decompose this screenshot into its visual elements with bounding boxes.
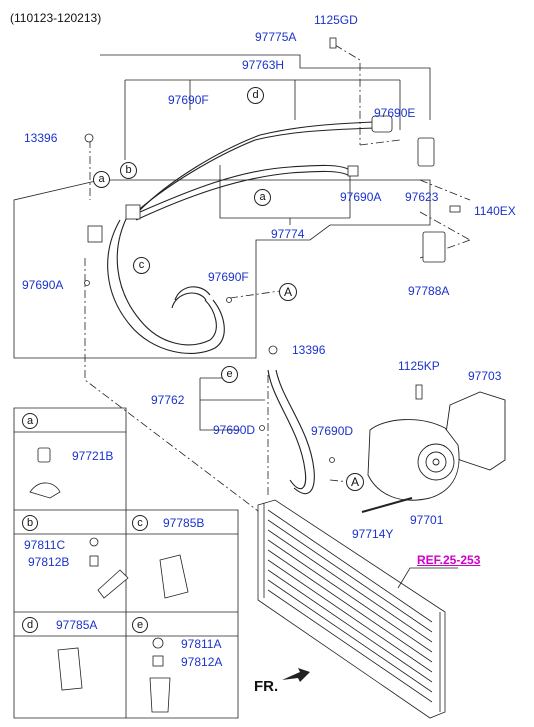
hose-long-2 bbox=[107, 219, 225, 354]
label-97775a[interactable]: 97775A bbox=[255, 30, 297, 44]
callout-e: e bbox=[221, 366, 238, 383]
compressor-97701 bbox=[367, 419, 460, 501]
bolt-1140ex bbox=[449, 205, 461, 213]
label-1125gd[interactable]: 1125GD bbox=[314, 13, 358, 27]
bolt-1125gd bbox=[329, 37, 337, 49]
fr-arrow-icon bbox=[282, 668, 310, 682]
label-97762[interactable]: 97762 bbox=[151, 393, 185, 407]
fitting-upper-left bbox=[125, 204, 141, 220]
callout-a-upper: A bbox=[279, 283, 297, 301]
callout-a-mid: a bbox=[254, 189, 271, 206]
oring-97690a-left bbox=[84, 280, 90, 286]
hose-97762-2 bbox=[275, 369, 315, 494]
label-1140ex[interactable]: 1140EX bbox=[474, 204, 516, 218]
callout-a-left: a bbox=[93, 171, 110, 188]
panel-e-97812a[interactable]: 97812A bbox=[181, 655, 223, 669]
panel-a-97721b[interactable]: 97721B bbox=[72, 449, 114, 463]
oring-97690d-left bbox=[259, 425, 265, 431]
callout-a-lower: A bbox=[346, 473, 364, 491]
hose-loop bbox=[171, 286, 211, 309]
ref-link[interactable]: REF.25-253 bbox=[417, 553, 481, 567]
panel-drawings bbox=[29, 447, 189, 713]
label-13396-left[interactable]: 13396 bbox=[24, 131, 58, 145]
label-97690a-left[interactable]: 97690A bbox=[22, 278, 64, 292]
panel-c-tag: c bbox=[132, 515, 148, 531]
label-97763h[interactable]: 97763H bbox=[242, 58, 285, 72]
label-97701[interactable]: 97701 bbox=[410, 513, 444, 527]
leader-97763h bbox=[124, 79, 401, 160]
bolt-97714y bbox=[361, 497, 413, 513]
label-97690d-left[interactable]: 97690D bbox=[213, 423, 256, 437]
date-range: (110123-120213) bbox=[10, 11, 102, 25]
panel-b-97811c[interactable]: 97811C bbox=[24, 538, 66, 552]
label-13396-mid[interactable]: 13396 bbox=[292, 343, 326, 357]
fitting-97690a-mid bbox=[347, 165, 359, 177]
label-97690d-right[interactable]: 97690D bbox=[311, 424, 354, 438]
oring-97690d-right bbox=[329, 457, 335, 463]
condenser bbox=[257, 499, 446, 719]
panel-b-97812b[interactable]: 97812B bbox=[28, 555, 70, 569]
callout-c: c bbox=[133, 257, 150, 274]
hose-long-1 bbox=[116, 214, 217, 346]
leader-97762 bbox=[199, 377, 265, 431]
assembly-outline bbox=[13, 54, 431, 359]
dashdot-lines bbox=[84, 44, 471, 521]
callout-d: d bbox=[247, 87, 264, 104]
label-97690a-mid[interactable]: 97690A bbox=[340, 190, 382, 204]
fitting-left bbox=[87, 225, 103, 243]
panel-e-97811a[interactable]: 97811A bbox=[181, 637, 222, 651]
fitting-97690e bbox=[371, 115, 393, 133]
nut-13396-left bbox=[84, 133, 94, 143]
panel-c-97785b[interactable]: 97785B bbox=[163, 516, 205, 530]
ref-arrow bbox=[397, 567, 458, 589]
label-97623[interactable]: 97623 bbox=[405, 190, 439, 204]
hose-lower-1 bbox=[139, 164, 351, 213]
valve-97623 bbox=[417, 137, 435, 167]
label-97703[interactable]: 97703 bbox=[468, 369, 502, 383]
leader-97774 bbox=[219, 165, 351, 225]
front-indicator: FR. bbox=[254, 678, 279, 695]
hose-97762-1 bbox=[267, 369, 307, 490]
hose-upper-1 bbox=[139, 121, 376, 211]
label-97690f-top[interactable]: 97690F bbox=[168, 93, 209, 107]
panel-grid bbox=[13, 407, 239, 719]
label-97690f-mid[interactable]: 97690F bbox=[208, 270, 249, 284]
panel-d-tag: d bbox=[22, 617, 38, 633]
nut-13396-mid bbox=[268, 345, 278, 355]
label-1125kp[interactable]: 1125KP bbox=[398, 359, 440, 373]
label-97788a[interactable]: 97788A bbox=[408, 284, 450, 298]
bolt-1125kp bbox=[415, 384, 423, 400]
oring-97690f bbox=[226, 297, 232, 303]
label-97714y[interactable]: 97714Y bbox=[352, 527, 394, 541]
hose-lower-2 bbox=[135, 170, 351, 221]
panel-d-97785a[interactable]: 97785A bbox=[56, 618, 98, 632]
hose-upper-2 bbox=[133, 127, 376, 215]
panel-b-tag: b bbox=[22, 515, 38, 531]
label-97690e[interactable]: 97690E bbox=[374, 106, 416, 120]
panel-a-tag: a bbox=[22, 413, 38, 429]
callout-b: b bbox=[120, 162, 137, 179]
panel-e-tag: e bbox=[132, 617, 148, 633]
label-97774[interactable]: 97774 bbox=[271, 227, 305, 241]
bracket-97788a bbox=[422, 231, 446, 263]
